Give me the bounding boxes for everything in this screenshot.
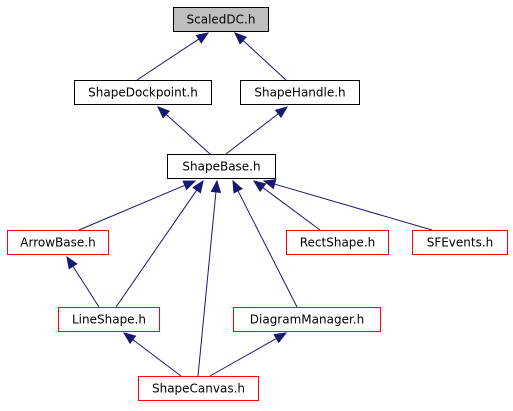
node-shapebase[interactable]: ShapeBase.h (167, 154, 276, 179)
edge-shapebase-to-shapedockpoint (157, 106, 211, 155)
arrowhead-icon (157, 106, 171, 119)
node-box (7, 230, 109, 255)
edge-line (237, 190, 298, 308)
node-box (138, 376, 259, 401)
node-label: ScaledDC.h (187, 13, 256, 27)
node-box (74, 80, 212, 105)
arrowhead-icon (192, 179, 204, 194)
node-box (233, 307, 381, 332)
arrowhead-icon (122, 332, 137, 345)
edge-shapebase-to-shapehandle (225, 106, 289, 155)
edge-line (225, 113, 279, 155)
arrowhead-icon (232, 179, 243, 194)
node-label: DiagramManager.h (250, 313, 364, 327)
node-label: ArrowBase.h (20, 236, 95, 250)
edge-lineshape-to-shapebase (115, 179, 204, 308)
edge-line (165, 114, 211, 155)
edge-shapecanvas-to-lineshape (122, 332, 182, 377)
node-scaleddc: ScaledDC.h (173, 7, 269, 32)
arrowhead-icon (182, 180, 197, 191)
node-shapecanvas[interactable]: ShapeCanvas.h (138, 376, 259, 401)
edge-sfevents-to-shapebase (262, 179, 433, 231)
node-box (167, 154, 276, 179)
arrowhead-icon (66, 255, 78, 270)
arrowhead-icon (195, 32, 210, 44)
edge-line (274, 183, 433, 231)
edge-line (242, 40, 287, 81)
node-shapehandle[interactable]: ShapeHandle.h (240, 80, 360, 105)
node-rectshape[interactable]: RectShape.h (286, 230, 389, 255)
node-box (412, 230, 508, 255)
edge-line (78, 184, 186, 231)
edge-shapedockpoint-to-scaleddc (136, 32, 210, 81)
edge-diagrammanager-to-shapebase (232, 179, 298, 308)
arrowhead-icon (273, 332, 288, 344)
node-box (286, 230, 389, 255)
node-label: ShapeHandle.h (254, 86, 345, 100)
node-lineshape[interactable]: LineShape.h (58, 307, 160, 332)
node-box (58, 307, 160, 332)
edge-line (262, 187, 321, 231)
node-label: ShapeDockpoint.h (88, 86, 198, 100)
node-label: SFEvents.h (427, 236, 494, 250)
node-label: ShapeCanvas.h (152, 382, 245, 396)
node-label: RectShape.h (300, 236, 375, 250)
edge-arrowbase-to-shapebase (78, 180, 197, 231)
edge-shapecanvas-to-shapebase (197, 179, 222, 377)
node-diagrammanager[interactable]: DiagramManager.h (233, 307, 381, 332)
node-sfevents[interactable]: SFEvents.h (412, 230, 508, 255)
node-label: ShapeBase.h (182, 160, 260, 174)
arrowhead-icon (252, 180, 267, 193)
edge-shapehandle-to-scaleddc (234, 32, 287, 81)
edge-rectshape-to-shapebase (252, 180, 321, 231)
edge-line (132, 339, 182, 377)
node-label: LineShape.h (72, 313, 146, 327)
node-box (173, 7, 269, 32)
arrowhead-icon (274, 106, 289, 119)
node-shapedockpoint[interactable]: ShapeDockpoint.h (74, 80, 212, 105)
arrowhead-icon (234, 32, 248, 45)
edge-line (115, 189, 198, 308)
edge-line (209, 337, 277, 377)
edge-line (136, 38, 200, 81)
arrowhead-icon (262, 179, 277, 190)
edge-line (197, 191, 217, 377)
node-box (240, 80, 360, 105)
node-arrowbase[interactable]: ArrowBase.h (7, 230, 109, 255)
edges (66, 32, 433, 377)
edge-lineshape-to-arrowbase (66, 255, 100, 308)
edge-shapecanvas-to-diagrammanager (209, 332, 288, 377)
edge-line (72, 265, 100, 308)
arrowhead-icon (210, 179, 222, 193)
